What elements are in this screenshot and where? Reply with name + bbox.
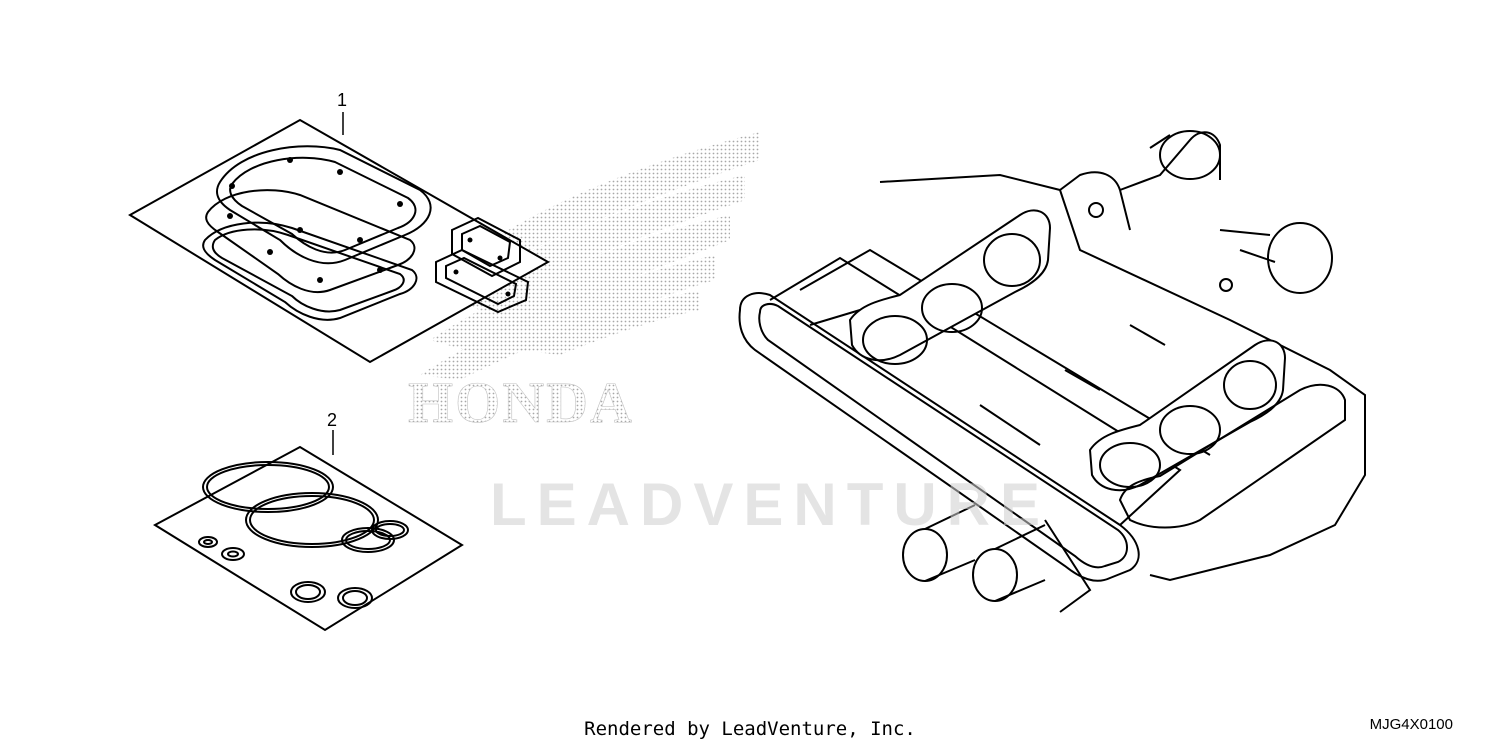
gasket-kit-2 <box>153 430 464 632</box>
leadventure-watermark: LEADVENTURE <box>490 471 1051 538</box>
callout-number-1[interactable]: 1 <box>337 90 348 110</box>
diagram-code: MJG4X0100 <box>1369 716 1453 733</box>
footer-credit: Rendered by LeadVenture, Inc. <box>584 718 916 740</box>
engine-block <box>738 130 1366 613</box>
callout-number-2[interactable]: 2 <box>327 410 338 430</box>
gasket-kit-1 <box>128 112 551 364</box>
honda-logo-text: HONDA <box>408 370 634 435</box>
honda-wing-logo: HONDA <box>408 132 760 435</box>
